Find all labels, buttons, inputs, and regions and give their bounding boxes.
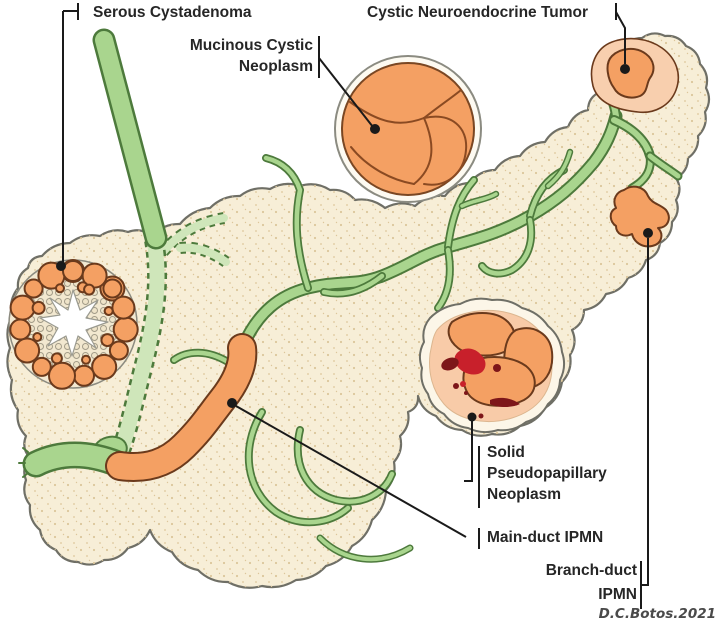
pancreatic-duct-tree bbox=[170, 81, 683, 563]
label-branch-duct-ipmn: Branch-duct IPMN bbox=[545, 562, 637, 603]
common-bile-duct bbox=[92, 28, 168, 250]
label-solid-pseudopapillary-neoplasm: Solid Pseudopapillary Neoplasm bbox=[487, 444, 607, 503]
label-mucinous-cystic-neoplasm: Mucinous Cystic Neoplasm bbox=[189, 37, 313, 75]
intrapancreatic-duct-dashed bbox=[109, 212, 230, 464]
label-main-duct-ipmn: Main-duct IPMN bbox=[487, 529, 604, 546]
serous-cystadenoma-lesion bbox=[8, 259, 139, 390]
main-duct-ipmn-lesion bbox=[105, 333, 258, 482]
label-cystic-neuroendocrine-tumor: Cystic Neuroendocrine Tumor bbox=[367, 4, 589, 21]
branch-duct-ipmn-lesion bbox=[609, 185, 670, 248]
leader-lines bbox=[56, 3, 653, 609]
label-serous-cystadenoma: Serous Cystadenoma bbox=[93, 4, 252, 21]
cystic-neuroendocrine-tumor-lesion bbox=[590, 37, 680, 114]
central-scar bbox=[39, 289, 109, 357]
solid-pseudopapillary-neoplasm-lesion bbox=[418, 297, 566, 434]
artist-signature: D.C.Botos.2021 bbox=[598, 606, 716, 622]
mucinous-cystic-neoplasm-lesion bbox=[334, 55, 482, 203]
